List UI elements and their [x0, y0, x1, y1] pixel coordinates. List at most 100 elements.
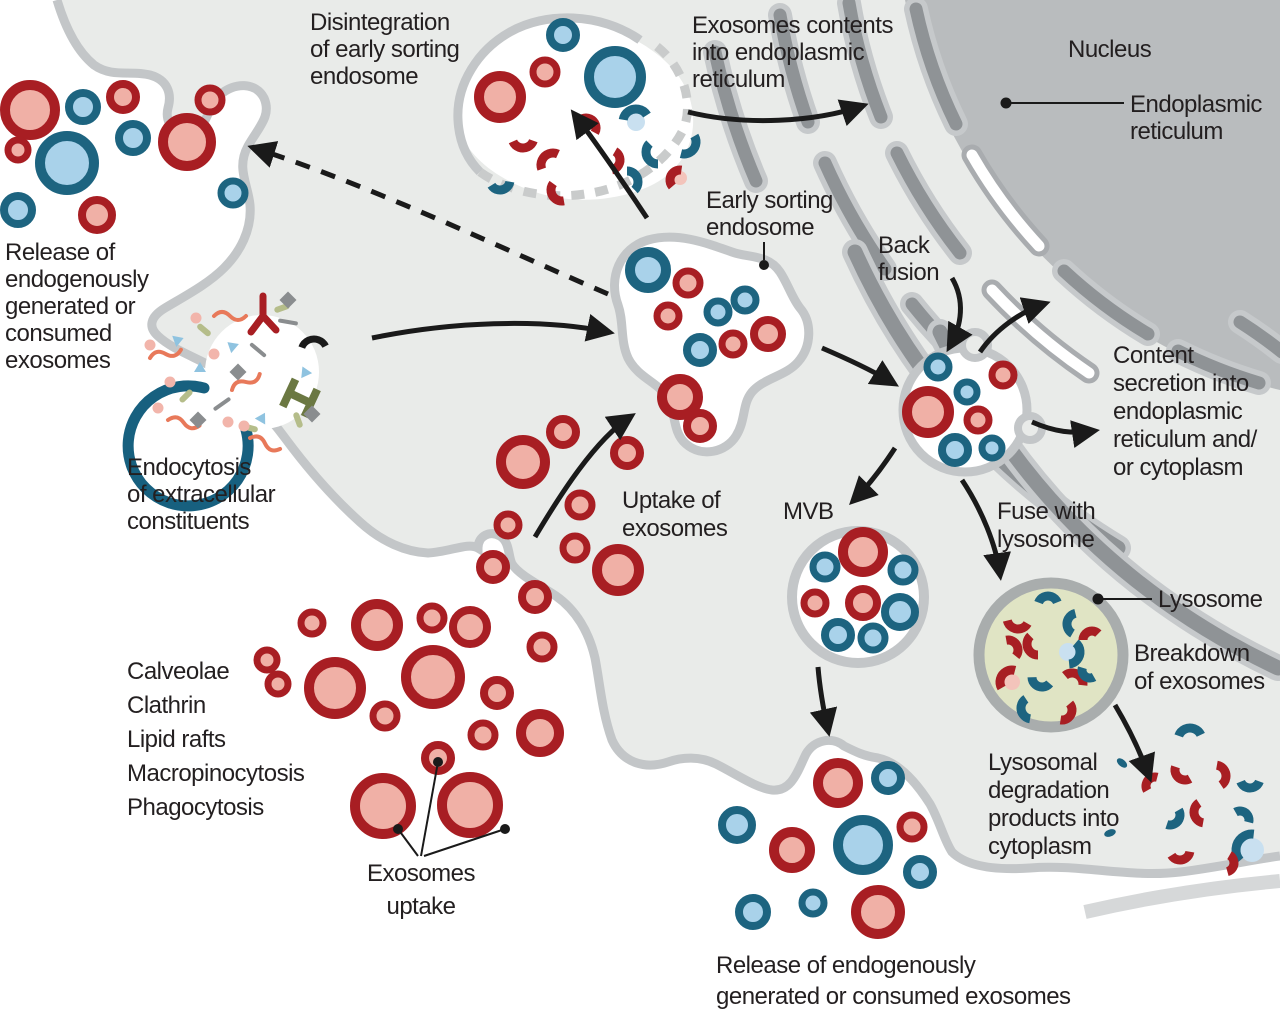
- label-content-secretion-shape: secretion into: [1113, 370, 1249, 397]
- disintegrating-endosome-shape: [667, 125, 701, 159]
- label-exosomes-uptake-shape: uptake: [386, 893, 455, 920]
- label-breakdown-shape: Breakdown: [1134, 640, 1250, 667]
- extracellular-debris-shape: [230, 372, 262, 392]
- label-mvb-shape: MVB: [783, 498, 834, 525]
- degradation-fragments-shape: [1226, 806, 1254, 834]
- pointer-lysosome-shape: [1092, 593, 1104, 605]
- label-nucleus-shape: Nucleus: [1068, 36, 1152, 63]
- extracellular-debris-shape: [248, 434, 283, 453]
- endoplasmic-reticulum-shape: [842, 0, 888, 124]
- extracellular-debris-shape: [197, 323, 211, 337]
- exosome-uptake-cluster-shape: [369, 700, 401, 732]
- extracellular-debris-shape: [148, 347, 183, 360]
- arrow-secretion-up: [977, 297, 1051, 354]
- exosome-stream-intracellular-shape: [559, 532, 591, 564]
- multivesicular-body-shape: [887, 554, 919, 586]
- pointer-exosomes-uptake-shape: [397, 828, 419, 857]
- back-fusion-vesicle-shape: [1014, 412, 1046, 444]
- label-lysosomal-degradation-shape: Lysosomal: [988, 749, 1097, 776]
- released-exosomes-bottom-shape: [851, 885, 905, 939]
- label-content-secretion-shape: reticulum and/: [1113, 426, 1258, 453]
- label-fuse-with-lysosome-shape: lysosome: [997, 526, 1095, 553]
- label-endoplasmic-reticulum-shape: Endoplasmic: [1130, 91, 1262, 118]
- early-sorting-endosome-shape: [730, 285, 760, 315]
- label-back-fusion: Back fusion: [878, 232, 940, 286]
- released-exosomes-top-left-shape: [35, 131, 99, 195]
- pointer-exosomes-uptake-shape: [500, 824, 510, 834]
- exosome-uptake-cluster-shape: [526, 631, 558, 663]
- multivesicular-body-shape: [857, 622, 889, 654]
- lysosome-shape: [1004, 674, 1020, 690]
- pointer-endoplasmic-reticulum: [1000, 97, 1124, 109]
- arrow-endocytosis-to-endosome: [371, 314, 615, 342]
- endoplasmic-reticulum-shape: [909, 2, 963, 131]
- label-nucleus: Nucleus: [1068, 36, 1152, 63]
- label-disintegration-shape: of early sorting: [310, 36, 459, 63]
- label-entry-routes-shape: Macropinocytosis: [127, 760, 305, 787]
- disintegrating-endosome-shape: [485, 165, 515, 195]
- label-release-top-shape: consumed: [5, 320, 112, 347]
- pointer-lysosome: [1092, 593, 1152, 605]
- degradation-fragments-shape: [1155, 800, 1185, 830]
- pointer-exosomes-uptake-shape: [393, 824, 403, 834]
- multivesicular-body-shape: [821, 618, 855, 652]
- early-sorting-endosome-shape: [683, 409, 717, 443]
- label-back-fusion-shape: fusion: [878, 259, 939, 286]
- endoplasmic-reticulum-shape: [1057, 264, 1155, 341]
- label-entry-routes-shape: Clathrin: [127, 692, 206, 719]
- lysosome-shape: [1002, 602, 1034, 634]
- extracellular-debris-shape: [212, 310, 248, 322]
- label-early-sorting-endosome-shape: Early sorting: [706, 187, 833, 214]
- released-exosomes-top-left-shape: [65, 89, 101, 125]
- lysosome-shape: [1047, 695, 1077, 725]
- label-lysosome-shape: Lysosome: [1158, 586, 1263, 613]
- extracellular-debris-shape: [164, 376, 176, 388]
- exosome-uptake-cluster-shape: [416, 602, 448, 634]
- extracellular-debris-shape: [222, 416, 234, 428]
- endoplasmic-reticulum-shape: [1171, 344, 1266, 390]
- exosome-uptake-cluster: [253, 550, 564, 839]
- label-exosome-contents: Exosomes contents into endoplasmic retic…: [692, 12, 894, 93]
- label-release-top-shape: endogenously: [5, 266, 149, 293]
- released-exosomes-bottom-shape: [798, 888, 828, 918]
- lysosome-shape: [995, 665, 1029, 699]
- degradation-fragments-shape: [1165, 835, 1195, 865]
- degradation-fragments-shape: [1189, 796, 1221, 828]
- exosome-uptake-cluster-shape: [518, 580, 552, 614]
- degradation-fragments-shape: [1211, 849, 1239, 877]
- disintegrating-endosome-shape: [641, 135, 675, 169]
- endoplasmic-reticulum-shape: [1233, 315, 1280, 359]
- disintegrating-endosome-shape: [529, 56, 561, 88]
- exosome-uptake-cluster-shape: [304, 657, 366, 719]
- lysosome-shape: [1059, 643, 1077, 661]
- back-fusion-vesicle-shape: [923, 352, 953, 382]
- released-exosomes-top-left-shape: [158, 113, 216, 171]
- arrow-endosome-to-vesicle: [821, 345, 899, 387]
- label-exosome-contents-shape: Exosomes contents: [692, 12, 893, 39]
- label-lysosomal-degradation-shape: products into: [988, 805, 1119, 832]
- released-exosomes-bottom-shape: [871, 761, 905, 795]
- label-content-secretion-shape: or cytoplasm: [1113, 454, 1243, 481]
- extracellular-debris-shape: [254, 412, 266, 425]
- pointer-early-endosome: [759, 242, 769, 270]
- disintegrating-endosome: [453, 13, 701, 206]
- endoplasmic-reticulum-shape: [818, 156, 892, 276]
- lysosome-shape: [1027, 662, 1057, 692]
- early-sorting-endosome-shape: [672, 267, 704, 299]
- exosome-uptake-cluster-shape: [449, 606, 491, 648]
- disintegrating-endosome-shape: [584, 46, 646, 108]
- extracellular-debris-shape: [194, 362, 206, 372]
- disintegrating-endosome-shape: [507, 121, 539, 153]
- early-sorting-endosome-shape: [657, 374, 703, 420]
- released-exosomes-bottom: [718, 758, 937, 939]
- degradation-fragments-shape: [1235, 763, 1265, 793]
- disintegrating-endosome-shape: [477, 41, 692, 201]
- label-mvb: MVB: [783, 498, 834, 525]
- label-exosome-contents-shape: reticulum: [692, 66, 785, 93]
- label-back-fusion-shape: Back: [878, 232, 931, 259]
- arrow-back-fusion: [946, 276, 973, 353]
- extracellular-debris-shape: [166, 415, 202, 431]
- arrow-uptake: [532, 413, 636, 539]
- label-endoplasmic-reticulum: Endoplasmic reticulum: [1130, 91, 1263, 145]
